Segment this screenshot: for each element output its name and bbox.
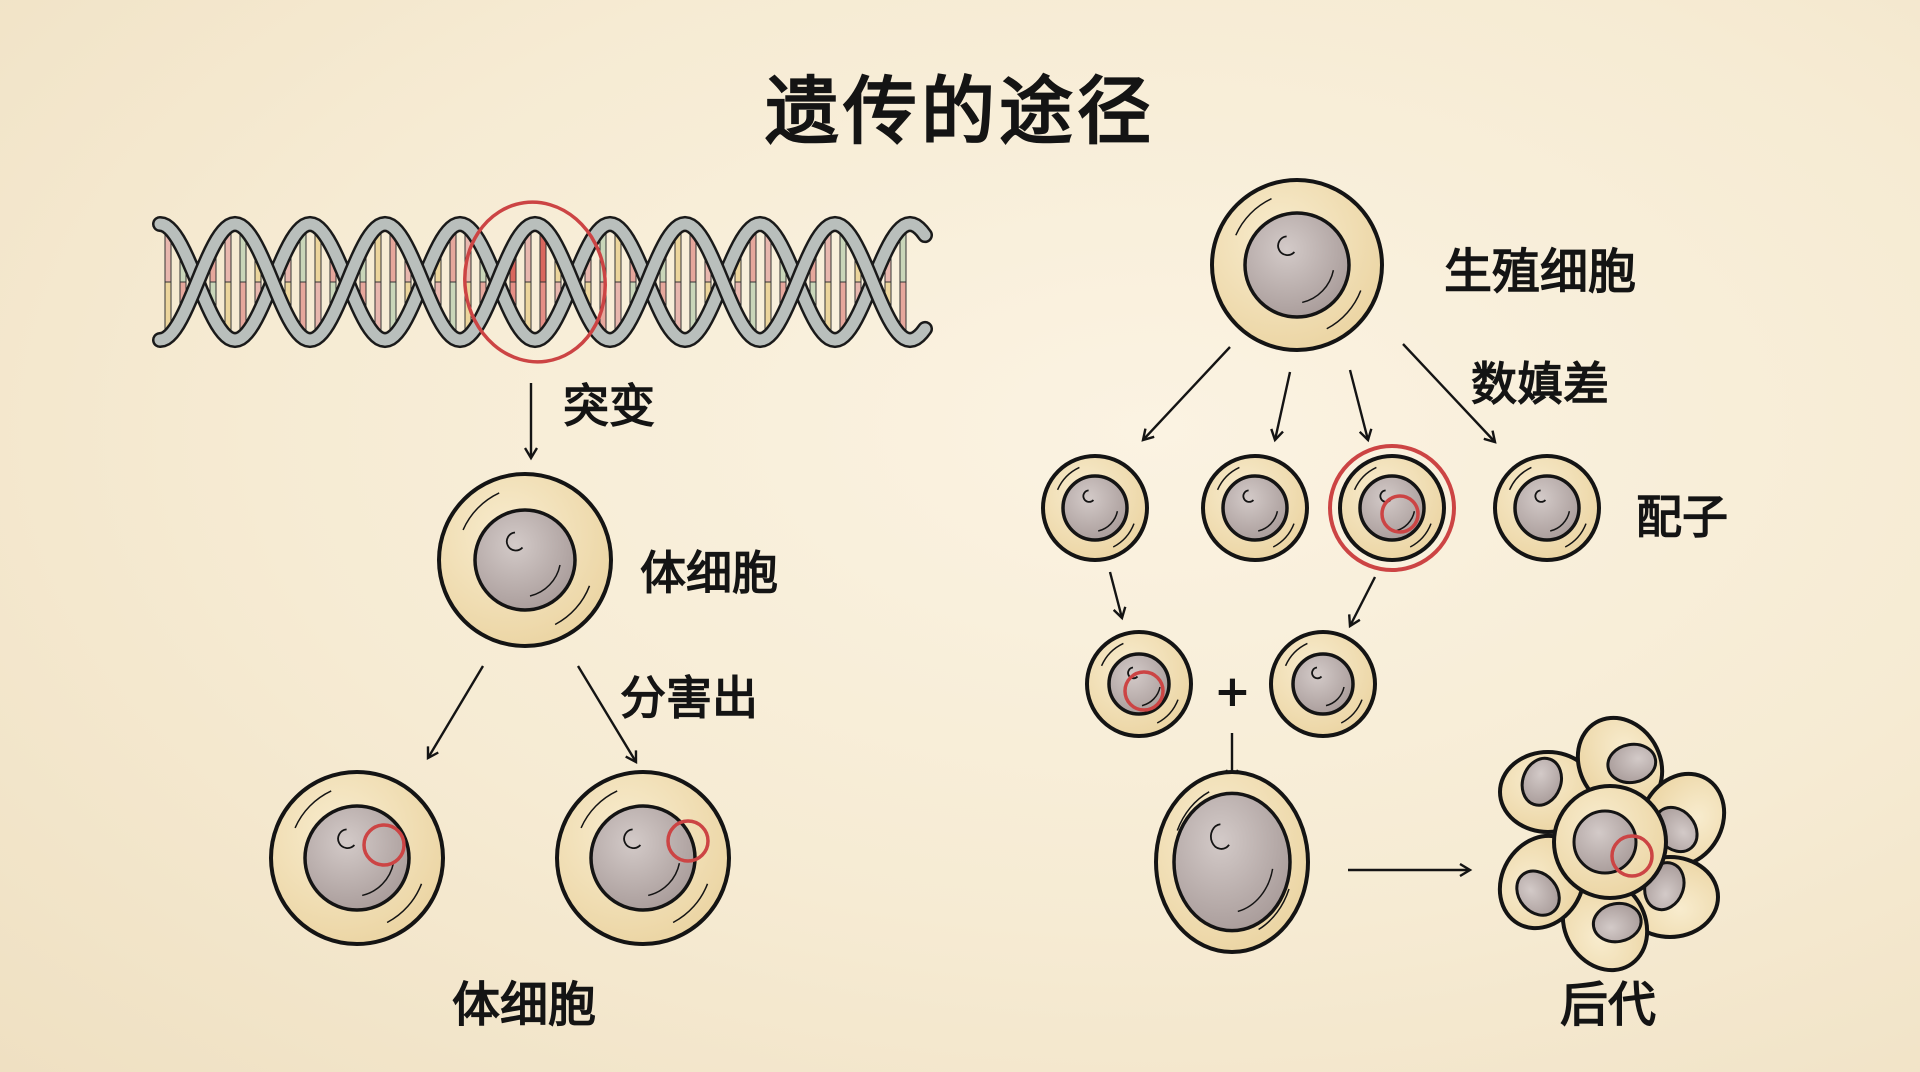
zygote bbox=[1154, 770, 1310, 954]
nucleolus-highlight bbox=[1277, 235, 1296, 256]
arrow-division-left bbox=[428, 665, 485, 758]
membrane-sheen bbox=[1272, 523, 1295, 548]
membrane-sheen bbox=[1508, 466, 1532, 491]
arrow-gamete-3 bbox=[1348, 369, 1368, 440]
nucleus bbox=[1513, 474, 1581, 542]
mutation-marker bbox=[1610, 834, 1654, 878]
nucleus bbox=[1291, 652, 1355, 716]
nucleus bbox=[303, 804, 411, 912]
nucleus bbox=[1515, 869, 1561, 917]
nucleolus-highlight bbox=[1311, 666, 1323, 680]
offspring-embryo bbox=[1497, 715, 1727, 973]
membrane-sheen bbox=[1235, 198, 1272, 236]
membrane-sheen bbox=[672, 883, 709, 924]
nucleus bbox=[1591, 901, 1643, 944]
meiosis-label: 数嫃差 bbox=[1471, 357, 1609, 411]
arrow-fertilize-left bbox=[1108, 571, 1122, 618]
nucleus bbox=[1172, 791, 1292, 933]
mutation-marker bbox=[1123, 670, 1165, 712]
membrane-sheen bbox=[386, 883, 423, 924]
gamete-4 bbox=[1493, 454, 1601, 562]
nucleus bbox=[1606, 742, 1658, 785]
nucleus-shading bbox=[1097, 511, 1119, 532]
membrane-sheen bbox=[1176, 791, 1210, 831]
membrane-sheen bbox=[1056, 466, 1080, 491]
offspring-label: 后代 bbox=[1560, 977, 1657, 1033]
arrow-gamete-4 bbox=[1402, 343, 1495, 442]
nucleus bbox=[1061, 474, 1129, 542]
nucleus bbox=[1221, 474, 1289, 542]
membrane-sheen bbox=[1156, 699, 1179, 724]
nucleus-shading bbox=[362, 863, 395, 897]
nucleolus-highlight bbox=[1127, 666, 1139, 680]
mutation-marker bbox=[1380, 494, 1420, 534]
arrow-division-right bbox=[576, 665, 636, 762]
germ-cell bbox=[1210, 178, 1384, 352]
nucleus-shading bbox=[648, 863, 681, 897]
membrane-sheen bbox=[462, 492, 500, 531]
membrane-sheen bbox=[554, 585, 591, 626]
membrane-sheen bbox=[1353, 466, 1377, 491]
nucleolus-highlight bbox=[623, 828, 642, 849]
nucleus-shading bbox=[1141, 686, 1161, 707]
arrow-gamete-1 bbox=[1143, 346, 1231, 440]
membrane-sheen bbox=[1100, 642, 1124, 667]
membrane-sheen bbox=[1340, 699, 1363, 724]
arrow-fertilize-right bbox=[1350, 576, 1377, 626]
daughter-cells-label: 体细胞 bbox=[452, 977, 597, 1033]
membrane-sheen bbox=[294, 790, 332, 829]
fertilizing-gamete-mutated bbox=[1085, 630, 1193, 738]
nucleus bbox=[1520, 756, 1563, 807]
diagram-title: 遗传的途径 bbox=[765, 69, 1155, 155]
membrane-sheen bbox=[1216, 466, 1240, 491]
nucleolus-highlight bbox=[505, 531, 524, 552]
daughter-somatic-cell-right bbox=[555, 770, 731, 946]
membrane-sheen bbox=[1564, 523, 1587, 548]
mutation-marker bbox=[666, 819, 710, 863]
division-label: 分害出 bbox=[620, 671, 758, 725]
mutated-gamete-halo bbox=[1328, 444, 1456, 572]
nucleolus-highlight bbox=[1210, 823, 1230, 850]
nucleus-shading bbox=[1257, 511, 1279, 532]
membrane-sheen bbox=[1284, 642, 1308, 667]
arrow-gamete-2 bbox=[1275, 371, 1292, 440]
gamete-2 bbox=[1201, 454, 1309, 562]
embryo-center-cell bbox=[1552, 784, 1668, 900]
dna-double-helix bbox=[152, 215, 933, 349]
nucleus-shading bbox=[1302, 270, 1335, 304]
nucleus-shading bbox=[1549, 511, 1571, 532]
somatic-cell bbox=[437, 472, 613, 648]
nucleolus-highlight bbox=[1082, 489, 1095, 503]
mutation-highlight-circle bbox=[463, 200, 607, 364]
nucleolus-highlight bbox=[337, 828, 356, 849]
germ-cell-label: 生殖细胞 bbox=[1444, 244, 1637, 300]
nucleus-shading bbox=[529, 564, 561, 597]
cells-layer bbox=[269, 178, 1601, 954]
membrane-sheen bbox=[1409, 523, 1432, 548]
membrane-sheen bbox=[580, 790, 618, 829]
nucleolus-highlight bbox=[1242, 489, 1255, 503]
dna-strand bbox=[154, 218, 931, 346]
nucleus bbox=[1243, 211, 1351, 319]
nucleus bbox=[1572, 809, 1638, 875]
gamete-3 bbox=[1328, 444, 1456, 572]
fertilizing-gamete-normal bbox=[1269, 630, 1377, 738]
nucleus-shading bbox=[1237, 868, 1274, 913]
embryo-cell bbox=[1560, 875, 1650, 973]
membrane-sheen bbox=[1258, 888, 1290, 931]
membrane-sheen bbox=[1326, 290, 1362, 330]
gametes-label: 配子 bbox=[1636, 490, 1728, 544]
daughter-somatic-cell-left bbox=[269, 770, 445, 946]
nucleus-shading bbox=[1325, 686, 1345, 707]
nucleus bbox=[473, 508, 577, 612]
nucleolus-highlight bbox=[1534, 489, 1547, 503]
mutation-label: 突变 bbox=[563, 379, 655, 433]
membrane-sheen bbox=[1112, 523, 1135, 548]
gamete-1 bbox=[1041, 454, 1149, 562]
somatic-cell-label: 体细胞 bbox=[640, 546, 778, 600]
fusion-plus-symbol: + bbox=[1214, 666, 1251, 717]
mutation-marker bbox=[362, 823, 406, 867]
